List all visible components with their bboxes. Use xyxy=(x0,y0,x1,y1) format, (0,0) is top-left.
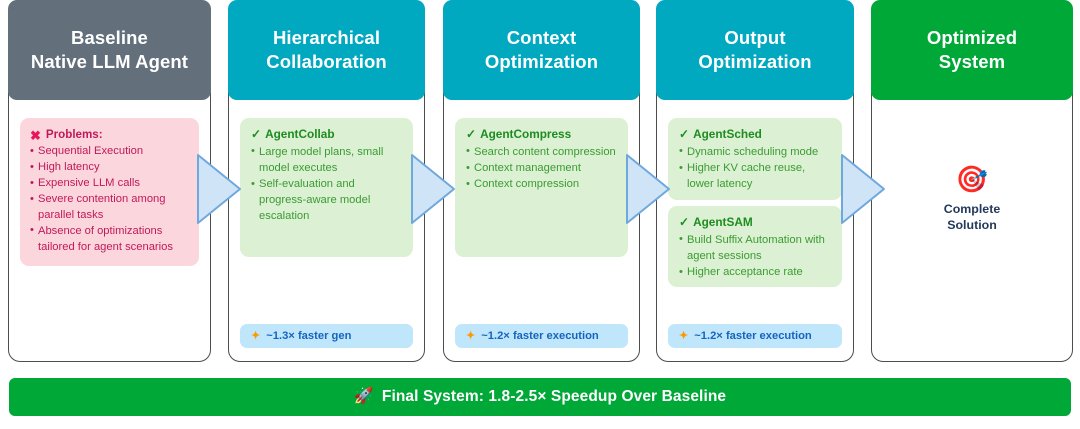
speed-badge-hierarchical: ✦ ~1.3× faster gen xyxy=(240,324,413,348)
column-body: ✓ AgentCollab Large model plans, small m… xyxy=(228,108,425,356)
list-item: Build Suffix Automation with agent sessi… xyxy=(679,231,831,264)
list-item: Context compression xyxy=(466,176,617,192)
header-line-1: Context xyxy=(506,27,577,49)
feature-list: Dynamic scheduling mode Higher KV cache … xyxy=(679,143,831,192)
list-item: Search content compression xyxy=(466,143,617,160)
feature-box-agentsched: ✓ AgentSched Dynamic scheduling mode Hig… xyxy=(668,118,842,200)
final-system-banner-text: Final System: 1.8-2.5× Speedup Over Base… xyxy=(381,388,727,405)
check-icon: ✓ xyxy=(251,127,262,142)
header-line-1: Baseline xyxy=(71,27,148,49)
speed-badge-output: ✦ ~1.2× faster execution xyxy=(668,324,842,348)
feature-list: Search content compression Context manag… xyxy=(466,143,617,192)
sparkle-icon: ✦ xyxy=(679,329,689,342)
complete-line-1: Complete xyxy=(943,202,1001,216)
column-body: ✓ AgentCompress Search content compressi… xyxy=(443,108,640,356)
feature-title: AgentCompress xyxy=(480,127,572,141)
sparkle-icon: ✦ xyxy=(466,329,476,342)
list-item: Self-evaluation and progress-aware model… xyxy=(251,176,402,224)
feature-title-row: ✓ AgentSched xyxy=(679,126,831,143)
check-icon: ✓ xyxy=(679,127,690,142)
header-line-1: Optimized xyxy=(926,27,1018,49)
feature-title: AgentSAM xyxy=(693,215,753,229)
feature-title-row: ✓ AgentCollab xyxy=(251,126,402,143)
column-header-baseline: Baseline Native LLM Agent xyxy=(8,0,211,100)
speed-badge-label: ~1.3× faster gen xyxy=(266,330,352,342)
list-item: Higher acceptance rate xyxy=(679,264,831,280)
sparkle-icon: ✦ xyxy=(251,329,261,342)
header-line-2: Native LLM Agent xyxy=(30,51,189,72)
problems-title-row: ✖ Problems: xyxy=(30,127,189,143)
list-item: Higher KV cache reuse, lower latency xyxy=(679,160,831,192)
problems-title: Problems: xyxy=(45,128,103,141)
complete-line-2: Solution xyxy=(947,218,997,233)
speed-badge-context: ✦ ~1.2× faster execution xyxy=(455,324,628,348)
list-item: Context management xyxy=(466,160,617,176)
feature-box-agentcompress: ✓ AgentCompress Search content compressi… xyxy=(455,118,628,257)
header-line-2: Optimization xyxy=(698,51,812,72)
column-optimized-system[interactable]: Optimized System 🎯 Complete Solution xyxy=(871,0,1073,362)
list-item: Severe contention among parallel tasks xyxy=(30,192,189,224)
header-line-2: Optimization xyxy=(484,51,599,72)
problems-list: Sequential Execution High latency Expens… xyxy=(30,144,189,255)
feature-list: Build Suffix Automation with agent sessi… xyxy=(679,231,831,280)
final-system-banner: 🚀 Final System: 1.8-2.5× Speedup Over Ba… xyxy=(9,378,1071,416)
feature-list: Large model plans, small model executes … xyxy=(251,143,402,225)
feature-title: AgentCollab xyxy=(265,127,335,141)
list-item: Dynamic scheduling mode xyxy=(679,143,831,160)
header-line-1: Output xyxy=(724,27,786,49)
column-output-optimization[interactable]: Output Optimization ✓ AgentSched Dynamic… xyxy=(656,0,854,362)
list-item: Absence of optimizations tailored for ag… xyxy=(30,223,189,256)
feature-box-agentsam: ✓ AgentSAM Build Suffix Automation with … xyxy=(668,206,842,287)
column-header-hierarchical: Hierarchical Collaboration xyxy=(228,0,425,100)
feature-title-row: ✓ AgentCompress xyxy=(466,126,617,143)
complete-solution-block: 🎯 Complete Solution xyxy=(871,166,1073,233)
feature-title-row: ✓ AgentSAM xyxy=(679,214,831,231)
column-header-optimized: Optimized System xyxy=(871,0,1073,100)
header-line-1: Hierarchical xyxy=(272,27,381,49)
feature-title: AgentSched xyxy=(693,127,762,141)
column-hierarchical-collaboration[interactable]: Hierarchical Collaboration ✓ AgentCollab… xyxy=(228,0,425,362)
column-body: ✖ Problems: Sequential Execution High la… xyxy=(8,108,211,356)
column-header-output: Output Optimization xyxy=(656,0,854,100)
list-item: Expensive LLM calls xyxy=(30,176,189,192)
column-body: ✓ AgentSched Dynamic scheduling mode Hig… xyxy=(656,108,854,356)
x-mark-icon: ✖ xyxy=(30,127,41,143)
complete-solution-label: Complete Solution xyxy=(871,201,1073,233)
column-body: 🎯 Complete Solution xyxy=(871,108,1073,356)
list-item: Sequential Execution xyxy=(30,144,189,160)
list-item: Large model plans, small model executes xyxy=(251,143,402,176)
speed-badge-label: ~1.2× faster execution xyxy=(481,330,599,342)
rocket-icon: 🚀 xyxy=(353,388,374,405)
target-icon: 🎯 xyxy=(955,164,989,194)
pipeline-columns: Baseline Native LLM Agent ✖ Problems: Se… xyxy=(0,0,1080,368)
check-icon: ✓ xyxy=(679,215,690,230)
speed-badge-label: ~1.2× faster execution xyxy=(694,330,812,342)
check-icon: ✓ xyxy=(466,127,477,142)
feature-box-agentcollab: ✓ AgentCollab Large model plans, small m… xyxy=(240,118,413,257)
problems-box: ✖ Problems: Sequential Execution High la… xyxy=(20,118,199,266)
header-line-2: System xyxy=(938,51,1006,72)
column-baseline[interactable]: Baseline Native LLM Agent ✖ Problems: Se… xyxy=(8,0,211,362)
list-item: High latency xyxy=(30,160,189,176)
header-line-2: Collaboration xyxy=(266,51,387,72)
column-header-context: Context Optimization xyxy=(443,0,640,100)
column-context-optimization[interactable]: Context Optimization ✓ AgentCompress Sea… xyxy=(443,0,640,362)
